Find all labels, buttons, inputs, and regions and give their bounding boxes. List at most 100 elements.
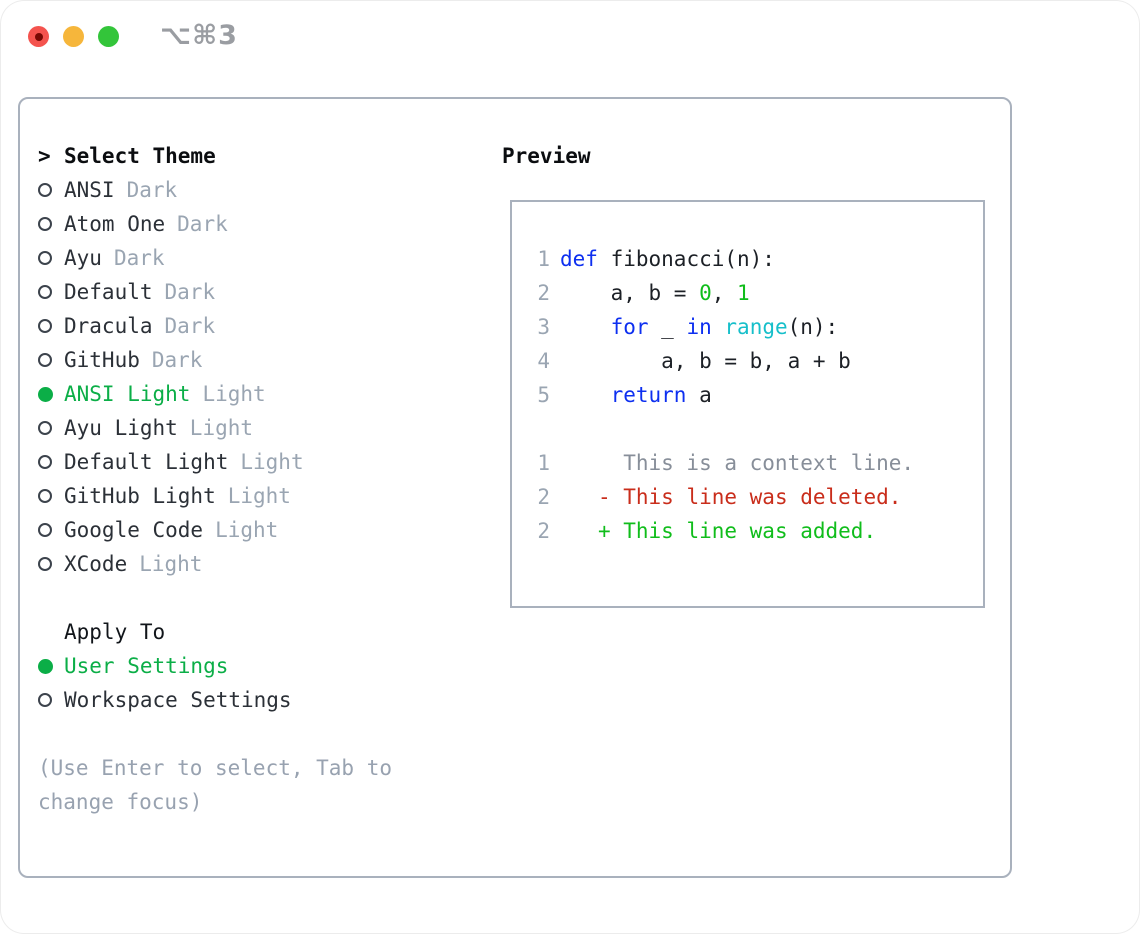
- option-variant-label: Light: [215, 518, 279, 542]
- code-line-row: 2 a, b = 0, 1: [528, 276, 983, 310]
- code-segment: for: [610, 315, 649, 339]
- code-segment: a, b =: [560, 281, 700, 305]
- theme-option-dracula[interactable]: Dracula Dark: [38, 309, 304, 343]
- radio-icon: [38, 319, 64, 333]
- option-variant-label: Dark: [164, 314, 216, 338]
- line-number: 1: [537, 247, 550, 271]
- code-segment: This is a context line.: [560, 451, 915, 475]
- code-segment: (n):: [787, 315, 839, 339]
- line-number: 2: [537, 485, 550, 509]
- code-segment: + This line was added.: [597, 519, 877, 543]
- option-label: Atom One: [64, 212, 166, 236]
- radio-icon: [38, 183, 64, 197]
- option-label: Ayu: [64, 246, 102, 270]
- theme-option-ansi[interactable]: ANSI Dark: [38, 173, 304, 207]
- line-number: 2: [537, 519, 550, 543]
- option-label: GitHub Light: [64, 484, 216, 508]
- radio-icon: [38, 455, 64, 469]
- code-segment: [712, 315, 725, 339]
- zoom-button[interactable]: [98, 26, 119, 47]
- option-label: User Settings: [64, 654, 229, 678]
- radio-icon: [38, 217, 64, 231]
- line-number: 5: [537, 383, 550, 407]
- code-segment: 1: [737, 281, 750, 305]
- option-variant-label: Light: [139, 552, 203, 576]
- code-segment: return: [610, 383, 687, 407]
- code-segment: fibonacci(n):: [597, 247, 775, 271]
- keyboard-hint: (Use Enter to select, Tab to change focu…: [38, 756, 393, 814]
- close-button[interactable]: [28, 26, 49, 47]
- theme-list-header: > Select Theme: [38, 139, 304, 173]
- apply-option-user-settings[interactable]: User Settings: [38, 649, 292, 683]
- code-segment: range: [724, 315, 788, 339]
- code-segment: [560, 383, 611, 407]
- radio-icon: [38, 489, 64, 503]
- theme-option-ansi-light[interactable]: ANSI Light Light: [38, 377, 304, 411]
- code-segment: ,: [711, 281, 738, 305]
- option-variant-label: Dark: [177, 212, 228, 236]
- option-variant-label: Dark: [126, 178, 178, 202]
- window-shortcut-label: ⌥⌘3: [160, 20, 238, 51]
- theme-option-atom-one[interactable]: Atom One Dark: [38, 207, 304, 241]
- apply-option-workspace-settings[interactable]: Workspace Settings: [38, 683, 292, 717]
- theme-option-github[interactable]: GitHub Dark: [38, 343, 304, 377]
- option-label: Ayu Light: [64, 416, 178, 440]
- theme-option-default[interactable]: Default Dark: [38, 275, 304, 309]
- option-label: Google Code: [64, 518, 204, 542]
- apply-to-title: Apply To: [64, 620, 166, 644]
- code-segment: 0: [699, 281, 712, 305]
- radio-icon: [38, 523, 64, 537]
- code-segment: [560, 315, 611, 339]
- radio-icon: [38, 285, 64, 299]
- diff-line-row: 1 This is a context line.: [528, 446, 983, 480]
- option-label: ANSI Light: [64, 382, 191, 406]
- line-number: 1: [537, 451, 550, 475]
- apply-to-header: Apply To: [38, 615, 292, 649]
- theme-option-google-code[interactable]: Google Code Light: [38, 513, 304, 547]
- code-line-row: 1 def fibonacci(n):: [528, 242, 983, 276]
- radio-icon: [38, 421, 64, 435]
- code-line-row: 4 a, b = b, a + b: [528, 344, 983, 378]
- preview-title: Preview: [502, 144, 591, 168]
- code-line-row: 3 for _ in range(n):: [528, 310, 983, 344]
- option-label: Workspace Settings: [64, 688, 292, 712]
- option-label: ANSI: [64, 178, 115, 202]
- code-line-row: 5 return a: [528, 378, 983, 412]
- option-variant-label: Dark: [164, 280, 216, 304]
- minimize-button[interactable]: [63, 26, 84, 47]
- diff-line-row: 2 - This line was deleted.: [528, 480, 983, 514]
- radio-icon: [38, 251, 64, 265]
- radio-selected-icon: [38, 658, 64, 674]
- modified-dot-icon: [34, 32, 43, 41]
- option-label: Dracula: [64, 314, 153, 338]
- code-segment: in: [686, 315, 712, 339]
- line-number: 2: [537, 281, 550, 305]
- option-variant-label: Dark: [151, 348, 203, 372]
- code-segment: - This line was deleted.: [597, 485, 902, 509]
- line-number: 4: [537, 349, 550, 373]
- option-label: Default Light: [64, 450, 229, 474]
- traffic-lights: [28, 26, 119, 47]
- radio-selected-icon: [38, 386, 64, 402]
- blank-line: [528, 412, 983, 446]
- code-segment: def: [560, 247, 598, 271]
- cursor-prefix-icon: >: [38, 144, 51, 168]
- code-segment: a, b = b, a + b: [560, 349, 851, 373]
- option-label: GitHub: [64, 348, 140, 372]
- radio-icon: [38, 557, 64, 571]
- theme-option-default-light[interactable]: Default Light Light: [38, 445, 304, 479]
- option-label: Default: [64, 280, 153, 304]
- option-variant-label: Light: [202, 382, 266, 406]
- option-variant-label: Light: [240, 450, 304, 474]
- radio-icon: [38, 353, 64, 367]
